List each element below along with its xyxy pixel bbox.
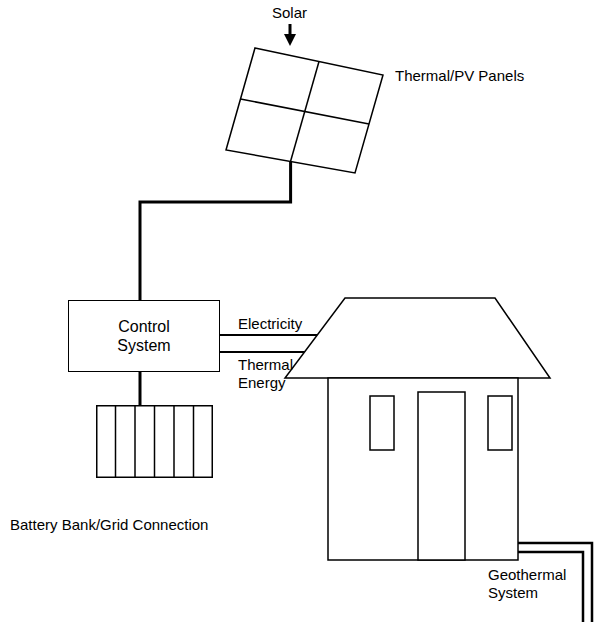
- solar-label: Solar: [272, 4, 307, 22]
- pv-panel: Thermal/PV Panels: [225, 45, 385, 175]
- solar-arrowhead: [284, 34, 296, 46]
- thermal-label: Thermal Energy: [238, 356, 308, 392]
- electricity-label: Electricity: [238, 315, 302, 333]
- house-door: [418, 392, 465, 560]
- control-box: Control System: [68, 300, 220, 372]
- control-label: Control System: [104, 317, 184, 355]
- thermal-line: [220, 351, 305, 353]
- power-line: [140, 162, 291, 300]
- house-body: [328, 378, 518, 560]
- battery-label: Battery Bank/Grid Connection: [10, 516, 208, 534]
- geothermal-label: Geothermal System: [488, 566, 570, 602]
- house-window: [370, 396, 394, 450]
- battery-bank: Battery Bank/Grid Connection: [96, 405, 213, 478]
- battery-cells: [96, 405, 213, 478]
- electricity-line: [220, 334, 317, 336]
- power-line: [139, 372, 142, 405]
- house-roof: [285, 298, 550, 378]
- panel-outline: [225, 45, 385, 175]
- house-window: [488, 396, 512, 450]
- panel-label: Thermal/PV Panels: [395, 67, 524, 85]
